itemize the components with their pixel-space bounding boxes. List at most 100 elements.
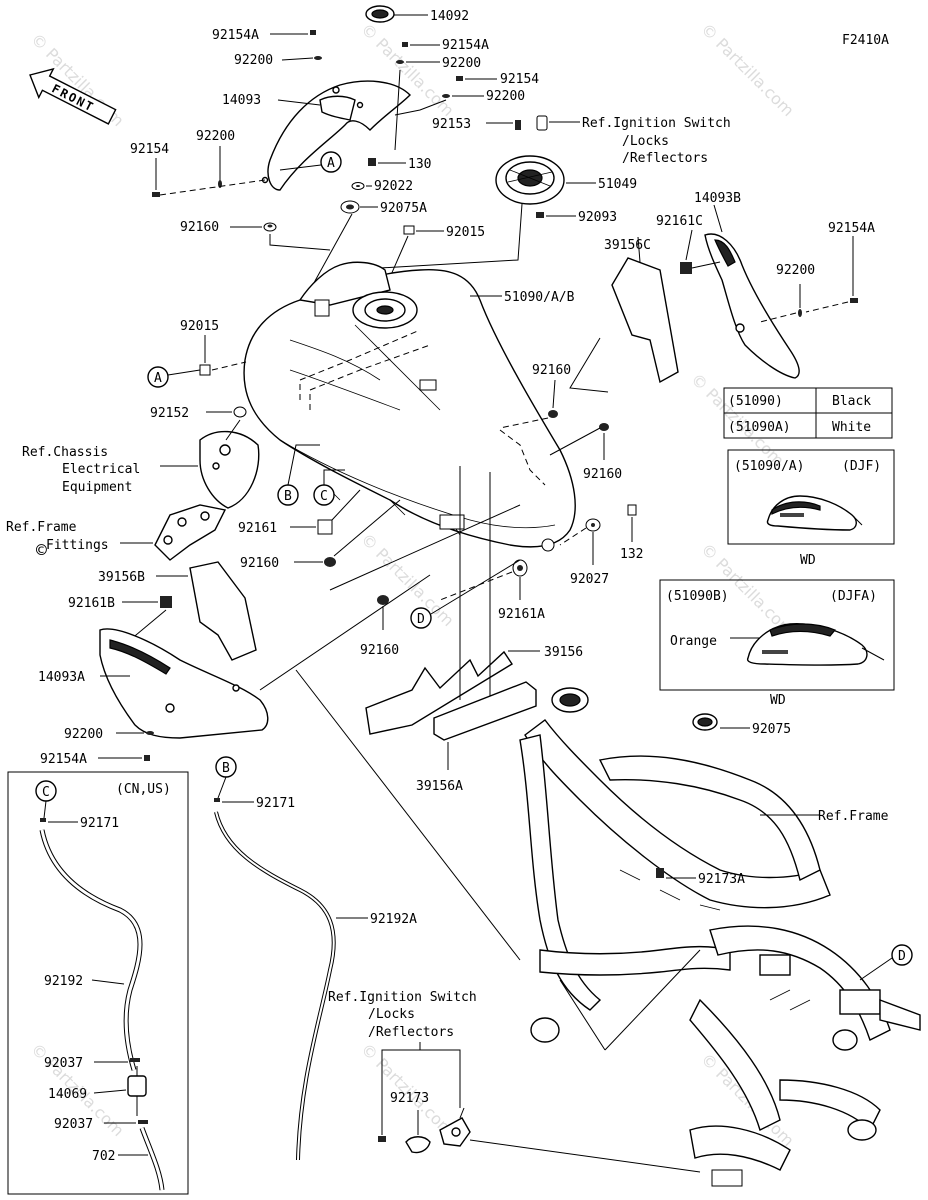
grommet-icon [548,410,558,418]
ref-reflectors: /Reflectors [622,151,708,166]
label-92200: 92200 [776,263,815,278]
watermark: © Partzilla.com [697,19,798,120]
label-92154A: 92154A [828,221,875,236]
variant-color: Orange [670,634,717,649]
color-table: (51090) Black (51090A) White [723,387,893,439]
label-14093: 14093 [222,93,261,108]
clamp-icon [214,798,220,802]
label-14092: 14092 [430,9,469,24]
callout-a: A [154,371,162,386]
fuel-tap-assembly [378,1107,471,1154]
frame [519,687,921,1187]
grommet-icon [263,222,277,232]
grommet-icon [377,595,389,605]
label-92173: 92173 [390,1091,429,1106]
grommet-icon [317,519,333,535]
variant-box-djfa: (51090B) (DJFA) Orange WD [659,579,895,708]
label-92160: 92160 [180,220,219,235]
label-39156A: 39156A [416,779,463,794]
label-51049: 51049 [598,177,637,192]
label-39156: 39156 [544,645,583,660]
label-92200: 92200 [234,53,273,68]
color-table-code: (51090) [728,394,783,409]
washer-icon [146,731,154,735]
color-table-code: (51090A) [728,420,791,435]
washer-icon [442,94,450,98]
label-92037: 92037 [54,1117,93,1132]
bolt-icon [368,158,376,166]
grommet-icon [160,596,172,608]
ref-electrical: Electrical [62,462,140,477]
label-92154A: 92154A [40,752,87,767]
screw-icon [456,76,463,81]
washer-icon [314,56,322,60]
screw-icon [310,30,316,35]
label-92152: 92152 [150,406,189,421]
screw-icon [536,212,544,218]
label-92192A: 92192A [370,912,417,927]
label-14093A: 14093A [38,670,85,685]
grommet-icon [599,423,609,431]
ref-chassis: Ref.Chassis [22,445,108,460]
callout-b: B [284,489,292,504]
variant-tag: (DJF) [842,459,881,474]
bolt-icon [656,868,664,878]
pad-39156 [365,650,513,735]
variant-footer: WD [770,693,786,708]
label-14069: 14069 [48,1087,87,1102]
label-92171: 92171 [80,816,119,831]
callout-d: D [417,612,425,627]
fuel-cap-assembly [495,155,565,205]
label-92153: 92153 [432,117,471,132]
cn-us-hose-box: (CN,US) C 92171 92192 92037 14069 92037 … [7,771,189,1195]
screw-icon [402,42,408,47]
label-92200: 92200 [64,727,103,742]
bolt-icon [627,504,637,516]
label-92171: 92171 [256,796,295,811]
color-table-color: White [832,420,871,435]
tank-top-cover [261,80,411,191]
label-92154: 92154 [500,72,539,87]
fuel-tank [243,261,576,552]
callout-a: A [327,156,335,171]
label-92022: 92022 [374,179,413,194]
chassis-bracket [199,430,260,509]
pad-39156C [611,257,679,384]
label-92200: 92200 [486,89,525,104]
label-92160: 92160 [240,556,279,571]
watermark: © Partzilla.com [357,529,458,630]
variant-code: (51090/A) [734,459,804,474]
watermark: © Partzilla.com [357,1039,458,1140]
ref-frame: Ref.Frame [6,520,77,535]
tank-side-cover-left [99,628,269,739]
ref-locks: /Locks [622,134,669,149]
screw-icon [152,192,160,197]
label-92015: 92015 [446,225,485,240]
copyright-mark: © [36,540,47,561]
label-92154A: 92154A [212,28,259,43]
bolt-icon [233,406,247,418]
label-92161C: 92161C [656,214,703,229]
lock-cylinder-icon [536,115,548,131]
screw-icon [850,298,858,303]
callout-c: C [320,489,328,504]
label-92161: 92161 [238,521,277,536]
label-92037: 92037 [44,1056,83,1071]
ref-ignition-switch: Ref.Ignition Switch [582,116,731,131]
label-92027: 92027 [570,572,609,587]
grommet-icon [324,557,336,567]
cn-us-label: (CN,US) [116,782,171,797]
washer-icon [585,518,601,532]
variant-footer: WD [800,553,816,568]
ref-ignition-switch: Ref.Ignition Switch [328,990,477,1005]
frame-fitting-bracket [154,504,227,561]
label-130: 130 [408,157,431,172]
callout-d: D [898,949,906,964]
fuel-cap-trim [365,5,395,23]
label-92200: 92200 [442,56,481,71]
label-92160: 92160 [360,643,399,658]
label-92161A: 92161A [498,607,545,622]
nut-icon [403,225,415,235]
variant-code: (51090B) [666,589,729,604]
label-14093B: 14093B [694,191,741,206]
